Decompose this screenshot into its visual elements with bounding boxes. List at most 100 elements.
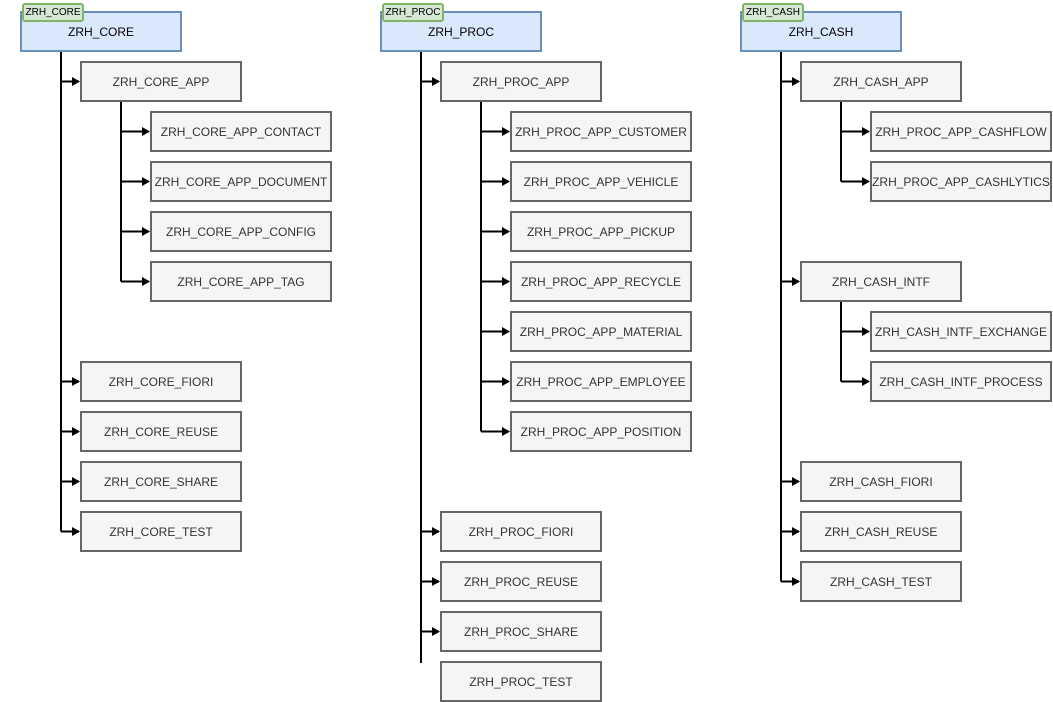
node-zrh-proc-app: ZRH_PROC_APP [440,61,602,102]
node-zrh-cash-intf: ZRH_CASH_INTF [800,261,962,302]
node-zrh-core-share: ZRH_CORE_SHARE [80,461,242,502]
arrowhead-zrh-proc-app-pickup [502,227,510,236]
arrowhead-zrh-cash-test [792,577,800,586]
node-zrh-proc-app-customer-label: ZRH_PROC_APP_CUSTOMER [515,124,687,139]
arrowhead-zrh-proc-app-cashflow [862,127,870,136]
arrowhead-zrh-proc-app-cashlytics [862,177,870,186]
package-tag-zrh-proc: ZRH_PROC [382,3,444,22]
package-root-zrh-cash-label: ZRH_CASH [788,24,854,39]
node-zrh-proc-app-label: ZRH_PROC_APP [472,74,570,89]
node-zrh-proc-share-label: ZRH_PROC_SHARE [463,624,579,639]
node-zrh-core-reuse: ZRH_CORE_REUSE [80,411,242,452]
node-zrh-cash-intf-exchange-label: ZRH_CASH_INTF_EXCHANGE [874,324,1048,339]
node-zrh-proc-app-vehicle: ZRH_PROC_APP_VEHICLE [510,161,692,202]
node-zrh-proc-reuse-label: ZRH_PROC_REUSE [463,574,579,589]
node-zrh-core-app-config: ZRH_CORE_APP_CONFIG [150,211,332,252]
arrowhead-zrh-proc-share [432,627,440,636]
node-zrh-proc-app-position-label: ZRH_PROC_APP_POSITION [520,424,682,439]
node-zrh-cash-intf-label: ZRH_CASH_INTF [831,274,930,289]
arrowhead-zrh-core-app-document [142,177,150,186]
node-zrh-cash-fiori-label: ZRH_CASH_FIORI [829,474,933,489]
node-zrh-proc-app-cashlytics: ZRH_PROC_APP_CASHLYTICS [870,161,1052,202]
node-zrh-core-reuse-label: ZRH_CORE_REUSE [103,424,219,439]
node-zrh-cash-intf-process: ZRH_CASH_INTF_PROCESS [870,361,1052,402]
node-zrh-proc-app-pickup-label: ZRH_PROC_APP_PICKUP [526,224,676,239]
node-zrh-proc-app-material-label: ZRH_PROC_APP_MATERIAL [519,324,683,339]
node-zrh-core-app-tag-label: ZRH_CORE_APP_TAG [177,274,305,289]
package-tag-zrh-proc-label: ZRH_PROC [385,7,441,18]
node-zrh-cash-intf-process-label: ZRH_CASH_INTF_PROCESS [879,374,1043,389]
node-zrh-proc-test: ZRH_PROC_TEST [440,661,602,702]
arrowhead-zrh-proc-app-position [502,427,510,436]
node-zrh-cash-test: ZRH_CASH_TEST [800,561,962,602]
package-tag-zrh-cash-label: ZRH_CASH [746,7,800,18]
arrowhead-zrh-proc-app-customer [502,127,510,136]
node-zrh-core-app-document: ZRH_CORE_APP_DOCUMENT [150,161,332,202]
node-zrh-proc-share: ZRH_PROC_SHARE [440,611,602,652]
node-zrh-proc-app-employee-label: ZRH_PROC_APP_EMPLOYEE [516,374,686,389]
node-zrh-proc-app-cashlytics-label: ZRH_PROC_APP_CASHLYTICS [872,174,1050,189]
arrowhead-zrh-cash-intf [792,277,800,286]
node-zrh-core-app-tag: ZRH_CORE_APP_TAG [150,261,332,302]
node-zrh-core-app-config-label: ZRH_CORE_APP_CONFIG [165,224,317,239]
node-zrh-cash-reuse-label: ZRH_CASH_REUSE [824,524,938,539]
package-hierarchy-diagram: ZRH_CORE ZRH_CORE ZRH_CORE_APP ZRH_CORE_APP… [20,3,1052,702]
node-zrh-core-share-label: ZRH_CORE_SHARE [103,474,219,489]
arrowhead-zrh-core-fiori [72,377,80,386]
node-zrh-cash-test-label: ZRH_CASH_TEST [829,574,933,589]
arrowhead-zrh-core-app-contact [142,127,150,136]
node-zrh-proc-app-vehicle-label: ZRH_PROC_APP_VEHICLE [523,174,679,189]
node-zrh-core-test-label: ZRH_CORE_TEST [109,524,213,539]
arrowhead-zrh-core-app-tag [142,277,150,286]
node-zrh-proc-app-material: ZRH_PROC_APP_MATERIAL [510,311,692,352]
node-zrh-core-app: ZRH_CORE_APP [80,61,242,102]
node-zrh-core-app-label: ZRH_CORE_APP [112,74,210,89]
node-zrh-proc-app-position: ZRH_PROC_APP_POSITION [510,411,692,452]
arrowhead-zrh-cash-app [792,77,800,86]
package-tag-zrh-core-label: ZRH_CORE [25,7,81,18]
arrowhead-zrh-cash-reuse [792,527,800,536]
node-zrh-core-app-contact-label: ZRH_CORE_APP_CONTACT [160,124,322,139]
node-zrh-cash-app: ZRH_CASH_APP [800,61,962,102]
node-zrh-proc-fiori-label: ZRH_PROC_FIORI [468,524,574,539]
arrowhead-zrh-proc-reuse [432,577,440,586]
arrowhead-zrh-core-test [72,527,80,536]
package-root-zrh-core-label: ZRH_CORE [67,24,134,39]
node-zrh-proc-app-cashflow: ZRH_PROC_APP_CASHFLOW [870,111,1052,152]
node-zrh-core-fiori-label: ZRH_CORE_FIORI [108,374,214,389]
package-tag-zrh-cash: ZRH_CASH [742,3,804,22]
arrowhead-zrh-cash-intf-exchange [862,327,870,336]
arrowhead-zrh-proc-fiori [432,527,440,536]
node-zrh-cash-reuse: ZRH_CASH_REUSE [800,511,962,552]
node-zrh-cash-fiori: ZRH_CASH_FIORI [800,461,962,502]
node-zrh-core-fiori: ZRH_CORE_FIORI [80,361,242,402]
connector-layer [60,52,870,663]
node-zrh-core-app-document-label: ZRH_CORE_APP_DOCUMENT [154,174,328,189]
node-zrh-core-app-contact: ZRH_CORE_APP_CONTACT [150,111,332,152]
package-tag-zrh-core: ZRH_CORE [22,3,84,22]
arrowhead-zrh-core-reuse [72,427,80,436]
node-zrh-proc-app-cashflow-label: ZRH_PROC_APP_CASHFLOW [875,124,1047,139]
node-zrh-proc-app-pickup: ZRH_PROC_APP_PICKUP [510,211,692,252]
node-zrh-proc-reuse: ZRH_PROC_REUSE [440,561,602,602]
node-zrh-proc-app-recycle: ZRH_PROC_APP_RECYCLE [510,261,692,302]
package-root-zrh-proc-label: ZRH_PROC [427,24,494,39]
node-zrh-cash-app-label: ZRH_CASH_APP [833,74,929,89]
arrowhead-zrh-proc-app-recycle [502,277,510,286]
arrowhead-zrh-proc-app [432,77,440,86]
arrowhead-zrh-proc-app-vehicle [502,177,510,186]
node-zrh-proc-app-customer: ZRH_PROC_APP_CUSTOMER [510,111,692,152]
node-zrh-proc-fiori: ZRH_PROC_FIORI [440,511,602,552]
arrowhead-zrh-core-share [72,477,80,486]
arrowhead-zrh-core-app [72,77,80,86]
arrowhead-zrh-cash-fiori [792,477,800,486]
arrowhead-zrh-cash-intf-process [862,377,870,386]
arrowhead-zrh-proc-app-material [502,327,510,336]
node-zrh-proc-app-employee: ZRH_PROC_APP_EMPLOYEE [510,361,692,402]
arrowhead-zrh-proc-app-employee [502,377,510,386]
node-zrh-proc-app-recycle-label: ZRH_PROC_APP_RECYCLE [520,274,682,289]
arrowhead-zrh-core-app-config [142,227,150,236]
node-zrh-core-test: ZRH_CORE_TEST [80,511,242,552]
node-zrh-cash-intf-exchange: ZRH_CASH_INTF_EXCHANGE [870,311,1052,352]
node-zrh-proc-test-label: ZRH_PROC_TEST [469,674,573,689]
